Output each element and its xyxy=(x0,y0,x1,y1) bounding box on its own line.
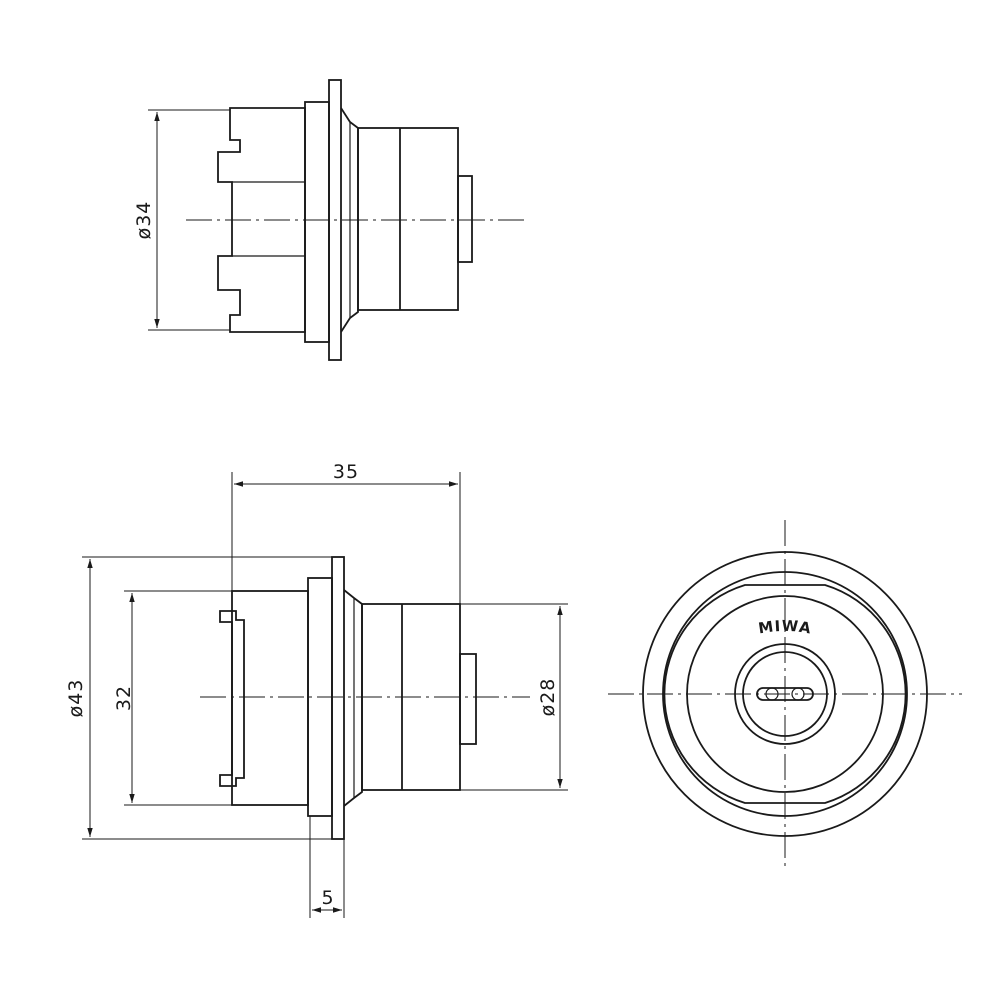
side-cam-bracket xyxy=(219,610,245,787)
dim-body-diameter: 32 xyxy=(113,685,135,711)
front-body-outline xyxy=(663,584,907,804)
side-view: 35 ø43 32 ø28 5 xyxy=(65,461,568,918)
keyway-icon xyxy=(756,687,814,701)
top-plug-nub xyxy=(457,175,473,263)
dim-top-diameter: ø34 xyxy=(133,201,155,240)
front-view: MIWA xyxy=(608,520,962,868)
dim-length: 35 xyxy=(333,461,359,483)
dim-outer-diameter: ø43 xyxy=(65,679,87,718)
side-flange-plate xyxy=(331,556,345,840)
top-flange xyxy=(304,101,330,343)
top-cylinder xyxy=(357,127,459,311)
side-plug-nub xyxy=(459,653,477,745)
brand-label: MIWA xyxy=(757,617,813,638)
top-side-view: ø34 xyxy=(133,79,528,361)
dim-flange-thickness: 5 xyxy=(321,887,334,909)
side-taper xyxy=(343,589,363,807)
dim-cylinder-diameter: ø28 xyxy=(537,678,559,717)
brand-label-path: MIWA xyxy=(757,617,812,638)
